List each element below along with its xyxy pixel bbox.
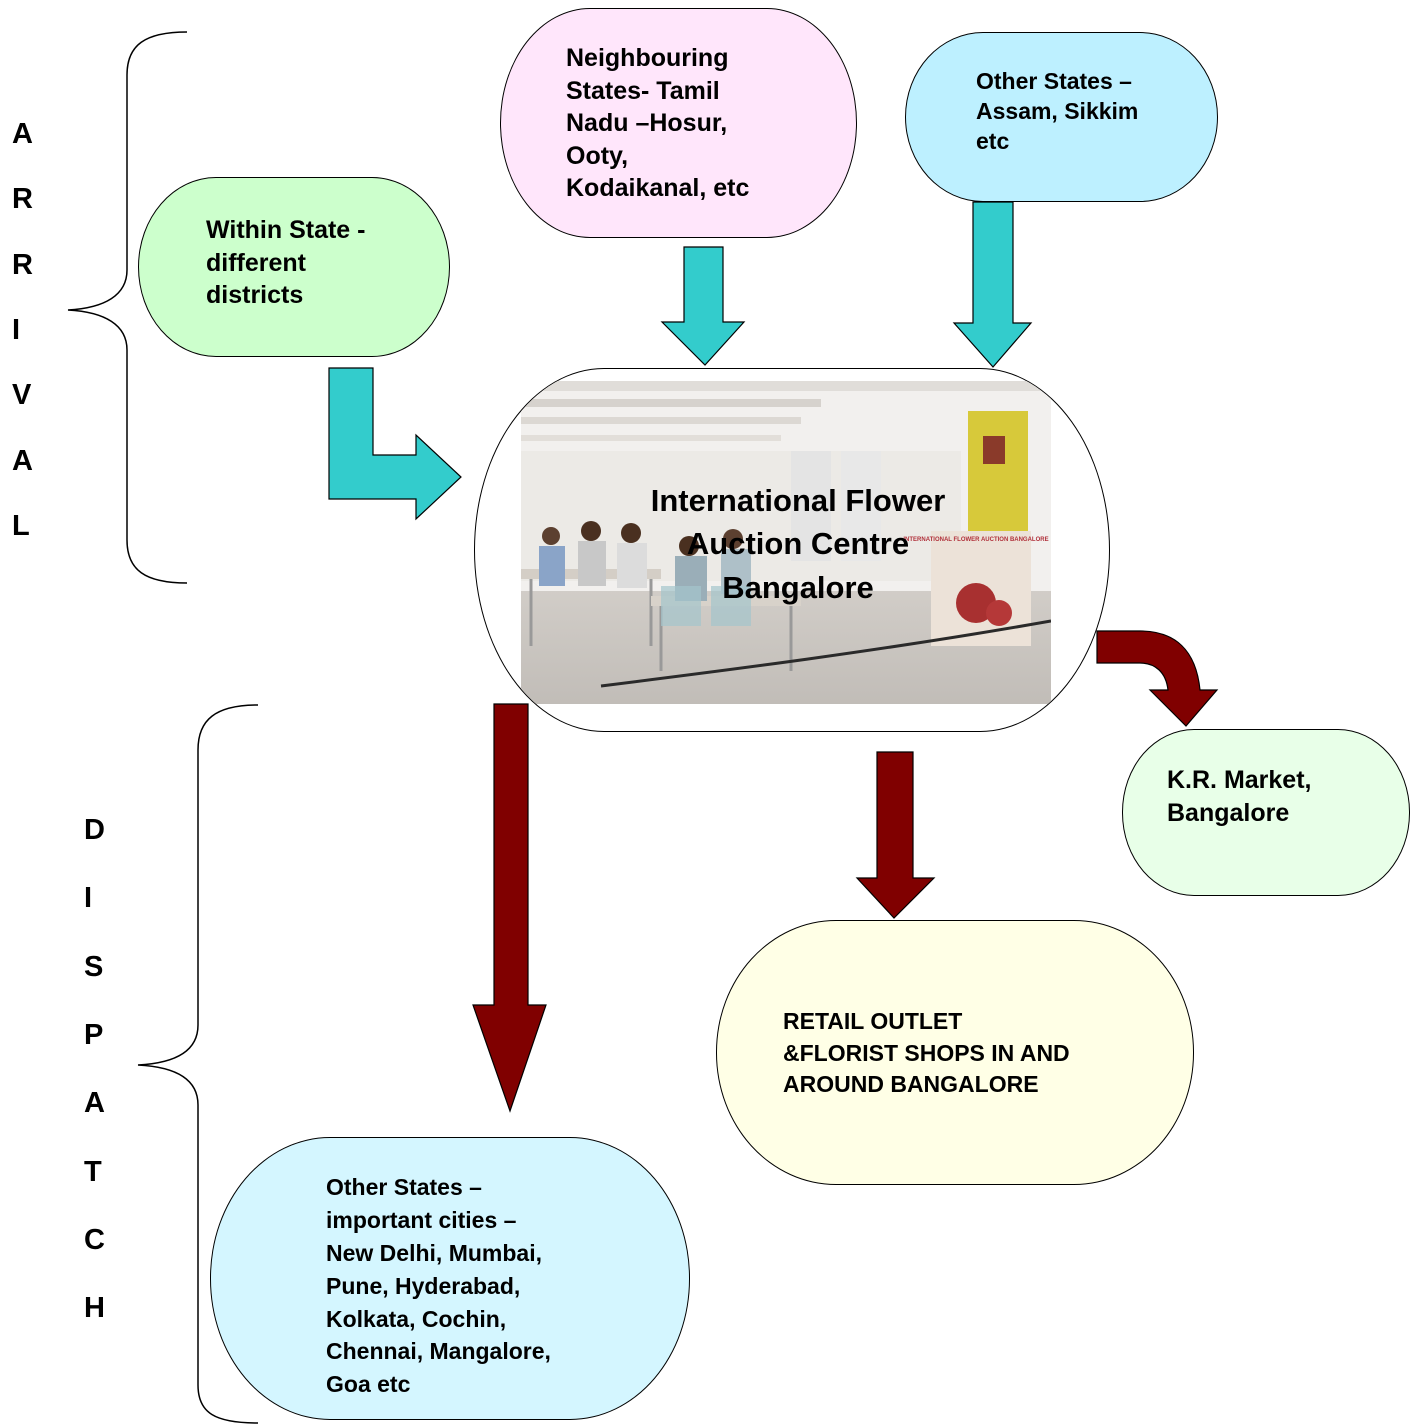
dispatch-letter: T: [84, 1155, 102, 1188]
retail-outlet-text: RETAIL OUTLET &FLORIST SHOPS IN AND AROU…: [783, 1008, 1070, 1098]
arrow-other-states-to-centre: [952, 201, 1033, 368]
arrival-letter: A: [12, 118, 33, 150]
auction-centre-title: International Flower Auction Centre Bang…: [475, 479, 1109, 609]
arrival-letter: L: [12, 509, 30, 542]
arrow-centre-to-retail: [855, 751, 936, 919]
neighbouring-states-node: Neighbouring States- Tamil Nadu –Hosur, …: [500, 8, 857, 238]
dispatch-letter: D: [84, 814, 105, 846]
retail-outlet-node: RETAIL OUTLET &FLORIST SHOPS IN AND AROU…: [716, 920, 1194, 1185]
dispatch-brace: [137, 704, 259, 1424]
arrow-neighbouring-to-centre: [660, 246, 746, 366]
photo-sign-text: INTERNATIONAL FLOWER AUCTION BANGALORE: [903, 537, 1048, 543]
dispatch-letter: C: [84, 1223, 105, 1256]
kr-market-text: K.R. Market, Bangalore: [1167, 766, 1312, 827]
within-state-text: Within State - different districts: [206, 216, 366, 309]
dispatch-letter: P: [84, 1018, 104, 1051]
other-states-dispatch-node: Other States – important cities – New De…: [210, 1137, 690, 1420]
auction-centre-node: INTERNATIONAL FLOWER AUCTION BANGALORE I…: [474, 368, 1110, 732]
arrival-letter: R: [12, 183, 33, 216]
arrival-letter: A: [12, 444, 33, 477]
other-states-arrival-text: Other States – Assam, Sikkim etc: [976, 68, 1139, 154]
arrival-brace: [67, 31, 188, 584]
kr-market-node: K.R. Market, Bangalore: [1122, 729, 1410, 896]
arrow-centre-to-kr-market: [1096, 630, 1219, 727]
other-states-dispatch-text: Other States – important cities – New De…: [326, 1174, 551, 1398]
auction-hall-photo: INTERNATIONAL FLOWER AUCTION BANGALORE: [521, 381, 1051, 704]
auction-centre-title-text: International Flower Auction Centre Bang…: [650, 483, 946, 605]
dispatch-letter: A: [84, 1087, 105, 1120]
arrow-centre-to-other-states: [472, 703, 547, 1113]
dispatch-letter: S: [84, 950, 104, 983]
neighbouring-states-text: Neighbouring States- Tamil Nadu –Hosur, …: [566, 44, 750, 202]
arrow-within-to-centre: [328, 367, 462, 521]
arrival-letter: R: [12, 248, 33, 281]
dispatch-letter: I: [84, 882, 93, 915]
arrival-letter: I: [12, 313, 21, 346]
within-state-node: Within State - different districts: [138, 177, 450, 357]
other-states-arrival-node: Other States – Assam, Sikkim etc: [905, 32, 1218, 202]
arrival-letter: V: [12, 379, 32, 412]
dispatch-letter: H: [84, 1292, 105, 1325]
